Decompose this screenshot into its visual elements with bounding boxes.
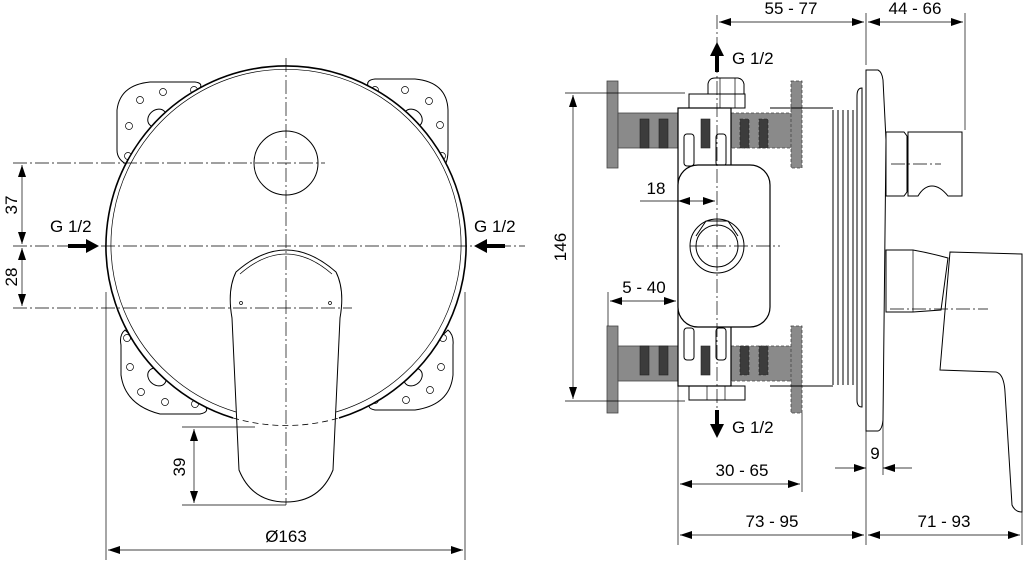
mounting-bracket-top-right <box>367 78 449 166</box>
threaded-sleeve <box>832 87 863 408</box>
dim-73-95-label: 73 - 95 <box>746 512 799 531</box>
lever-handle-side <box>885 249 1023 513</box>
pipe-assembly-top <box>606 80 803 169</box>
valve-body <box>677 77 833 401</box>
pipe-assembly-bottom <box>606 325 803 414</box>
front-view: G 1/2 G 1/2 37 28 39 Ø163 <box>2 58 525 560</box>
dim-diameter-label: Ø163 <box>265 527 307 546</box>
dim-5-40-label: 5 - 40 <box>622 278 665 297</box>
outlet-top-label: G 1/2 <box>732 49 774 68</box>
dim-146-label: 146 <box>551 233 570 261</box>
dim-55-77-label: 55 - 77 <box>765 0 818 18</box>
outlet-arrow-top <box>710 42 724 72</box>
dim-30-65-label: 30 - 65 <box>716 461 769 480</box>
dim-18-label: 18 <box>647 179 666 198</box>
dim-39-label: 39 <box>170 458 189 477</box>
dim-9-label: 9 <box>870 444 879 463</box>
dim-44-66-label: 44 - 66 <box>889 0 942 18</box>
dim-71-93-label: 71 - 93 <box>918 512 971 531</box>
outlet-arrow-bottom <box>710 410 724 438</box>
dim-28-label: 28 <box>2 268 21 287</box>
outlet-bottom-label: G 1/2 <box>732 418 774 437</box>
inlet-arrow-left <box>68 239 99 253</box>
inlet-arrow-right <box>474 239 505 253</box>
diverter-knob-side <box>885 131 963 197</box>
lever-handle <box>229 249 343 503</box>
dim-37-label: 37 <box>2 196 21 215</box>
side-view: G 1/2 G 1/2 55 - 77 44 - 66 146 18 5 - 4… <box>551 0 1023 545</box>
rosette-plate <box>865 69 887 432</box>
inlet-right-label: G 1/2 <box>474 217 516 236</box>
inlet-left-label: G 1/2 <box>50 217 92 236</box>
